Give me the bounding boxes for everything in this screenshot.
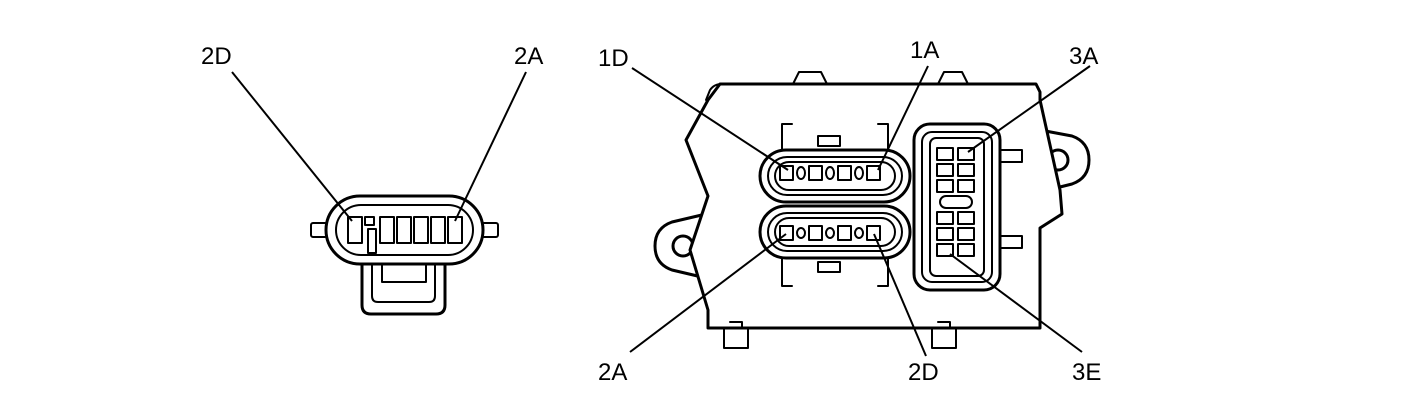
connector-2-pin xyxy=(796,227,806,239)
connector-2-pin xyxy=(808,225,823,241)
label-2d: 2D xyxy=(908,359,939,386)
connector-2-pin xyxy=(854,227,864,239)
left-connector-shell xyxy=(324,194,485,266)
left-connector-shell-inner xyxy=(335,204,474,256)
left-connector: 2D 2A xyxy=(201,43,543,316)
leader-3e xyxy=(949,253,1083,353)
leader-left-2a xyxy=(454,71,527,222)
module-bottom-tab-left xyxy=(723,327,749,349)
connector-3-pin xyxy=(957,227,975,241)
module-top-boss-left xyxy=(792,71,828,85)
connector-3-pin xyxy=(936,147,954,161)
label-2a: 2A xyxy=(598,359,627,386)
connector-3-pin xyxy=(936,211,954,225)
leader-3a xyxy=(967,65,1091,153)
connector-2-key xyxy=(817,261,841,273)
connector-1-pin xyxy=(866,165,881,181)
connector-1-shell-inner2 xyxy=(774,161,896,191)
connector-3-shell-inner xyxy=(921,131,993,283)
module-mount-ear-right xyxy=(1039,128,1091,194)
connector-3-pin xyxy=(957,147,975,161)
connector-1-pin xyxy=(825,166,835,180)
connector-3-pin xyxy=(957,179,975,193)
label-left-2a: 2A xyxy=(514,43,543,70)
left-pin-cavity xyxy=(347,216,363,244)
connector-3-pin xyxy=(936,227,954,241)
connector-3-pin xyxy=(957,163,975,177)
connector-1-pin xyxy=(854,166,864,180)
connector-2-pin xyxy=(837,225,852,241)
left-connector-latch-inner xyxy=(371,261,436,303)
label-3a: 3A xyxy=(1069,43,1098,70)
left-pin-cavity xyxy=(430,216,446,244)
module-bottom-tab-left-top xyxy=(729,321,743,329)
leader-1a xyxy=(877,65,929,171)
connector-2-pin xyxy=(779,225,794,241)
connector-1-shell-inner xyxy=(767,156,903,196)
leader-1d xyxy=(631,67,789,171)
connector-1-pin xyxy=(808,165,823,181)
connector-3-pin xyxy=(936,243,954,257)
left-pin-cavity xyxy=(364,216,375,226)
connector-3-side-clip xyxy=(999,149,1023,249)
connector-3-pin xyxy=(957,243,975,257)
connector-3-pin xyxy=(957,211,975,225)
module-bottom-tab-right-top xyxy=(937,321,951,329)
label-1a: 1A xyxy=(910,37,939,64)
left-connector-pins xyxy=(347,216,463,254)
left-pin-cavity xyxy=(447,216,463,244)
right-module: 1D 1A 3A 2A 2D 3E xyxy=(598,37,1101,386)
label-1d: 1D xyxy=(598,45,629,72)
connector-3-pin xyxy=(936,163,954,177)
connector-2-pin xyxy=(866,225,881,241)
label-left-2d: 2D xyxy=(201,43,232,70)
module-mount-ear-left xyxy=(653,212,707,280)
leader-2d xyxy=(873,233,927,357)
left-pin-cavity xyxy=(396,216,412,244)
connector-1-frame xyxy=(781,123,889,153)
connector-3-pin xyxy=(939,195,973,209)
connector-1-key xyxy=(817,135,841,147)
left-pin-cavity xyxy=(413,216,429,244)
module-connector-2 xyxy=(758,204,912,287)
connector-2-shell-inner2 xyxy=(774,217,896,247)
leader-2a xyxy=(629,233,787,353)
module-bottom-tab-right xyxy=(931,327,957,349)
connector-3-shell-inner2 xyxy=(929,137,985,277)
module-connector-1 xyxy=(758,123,912,204)
module-connector-3 xyxy=(912,122,1023,292)
leader-left-2d xyxy=(231,71,353,222)
left-pin-cavity xyxy=(367,228,377,254)
left-pin-cavity xyxy=(379,216,395,244)
connector-1-pin xyxy=(779,165,794,181)
left-connector-latch xyxy=(360,262,447,316)
connector-2-shell-inner xyxy=(767,212,903,252)
connector-2-pin xyxy=(825,227,835,239)
module-top-boss-right xyxy=(937,71,969,85)
connector-1-pin xyxy=(837,165,852,181)
connector-1-pin xyxy=(796,166,806,180)
connector-3-pin xyxy=(936,179,954,193)
label-3e: 3E xyxy=(1072,359,1101,386)
module-body-edge xyxy=(705,83,723,101)
